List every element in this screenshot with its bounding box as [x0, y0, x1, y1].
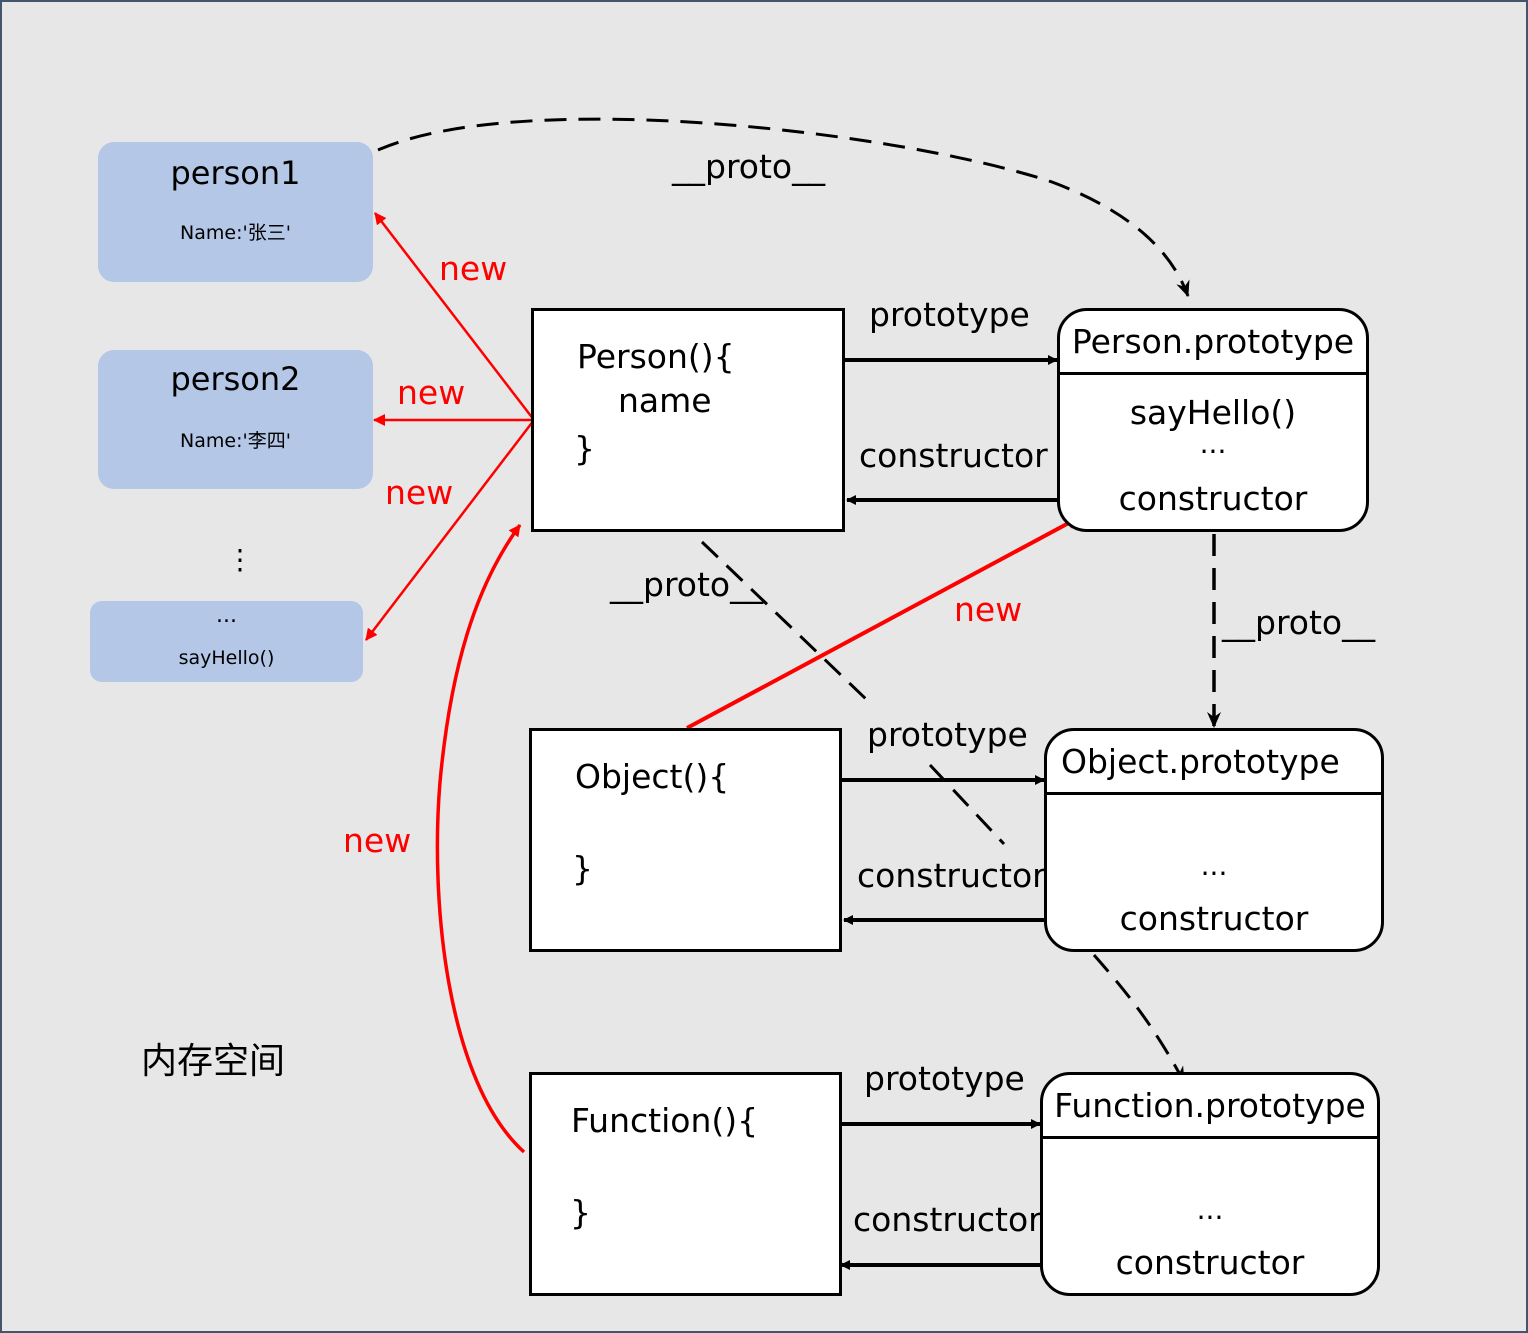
instance-method: sayHello() [178, 647, 275, 669]
instance-shared: ... sayHello() [90, 601, 363, 682]
label-prototype-object: prototype [867, 715, 1028, 754]
label-proto-person-fn: __proto__ [610, 565, 764, 604]
label-new-function: new [343, 821, 412, 860]
label-constructor-object: constructor [857, 856, 1046, 895]
label-new-person1: new [439, 249, 508, 288]
prototype-constructor: constructor [1115, 1243, 1305, 1282]
prototype-ellipsis: ... [1200, 849, 1228, 882]
prototype-method: sayHello() [1129, 393, 1297, 432]
label-proto-person-prototype: __proto__ [1222, 603, 1376, 642]
code-line-1: Person(){ [577, 337, 735, 376]
constructor-function: Function(){ } [529, 1072, 842, 1296]
prototype-ellipsis: ... [1199, 427, 1227, 460]
edge-new-person1 [374, 212, 535, 421]
edge-proto-person-fn-to-function-prototype-3 [1092, 954, 1186, 1083]
label-new-instance3: new [385, 473, 454, 512]
prototype-person: Person.prototype sayHello() ... construc… [1057, 308, 1369, 532]
vertical-ellipsis: ⋮ [226, 543, 254, 576]
prototype-function: Function.prototype ... constructor [1040, 1072, 1380, 1296]
prototype-ellipsis: ... [1196, 1193, 1224, 1226]
code-line-1: Object(){ [575, 757, 730, 796]
instance-property: Name:'张三' [180, 222, 291, 244]
label-proto-top: __proto__ [672, 147, 826, 186]
code-line-1: Function(){ [571, 1101, 759, 1140]
constructor-object: Object(){ } [529, 728, 842, 952]
label-prototype-person: prototype [869, 295, 1030, 334]
instance-property: Name:'李四' [180, 430, 291, 452]
code-line-3: } [570, 1193, 591, 1232]
instance-title: person2 [170, 360, 301, 398]
prototype-constructor: constructor [1119, 899, 1309, 938]
instance-person1: person1 Name:'张三' [98, 142, 373, 282]
edge-proto-person-fn-to-function-prototype-2 [928, 763, 1006, 846]
code-line-3: } [572, 849, 593, 888]
prototype-title: Person.prototype [1060, 311, 1366, 375]
prototype-title: Object.prototype [1047, 731, 1381, 795]
memory-space-label: 内存空间 [141, 1041, 286, 1082]
code-line-2: name [618, 381, 712, 420]
instance-title: ... [216, 603, 237, 628]
constructor-person: Person(){ name } [531, 308, 845, 532]
edge-new-instance3 [365, 419, 535, 641]
prototype-constructor: constructor [1118, 479, 1308, 518]
label-constructor-person: constructor [859, 436, 1048, 475]
edge-new-object-to-person-prototype [686, 516, 1079, 730]
label-new-person2: new [397, 373, 466, 412]
instance-person2: person2 Name:'李四' [98, 350, 373, 489]
instance-title: person1 [170, 154, 301, 192]
label-prototype-function: prototype [864, 1059, 1025, 1098]
prototype-title: Function.prototype [1043, 1075, 1377, 1139]
edge-new-function-to-person-fn [435, 523, 526, 1154]
prototype-object: Object.prototype ... constructor [1044, 728, 1384, 952]
label-new-object: new [954, 590, 1023, 629]
code-line-3: } [574, 429, 595, 468]
edge-proto-person1-to-person-prototype [377, 117, 1190, 297]
label-constructor-function: constructor [853, 1200, 1042, 1239]
edge-proto-person-fn-to-function-prototype [700, 540, 869, 702]
